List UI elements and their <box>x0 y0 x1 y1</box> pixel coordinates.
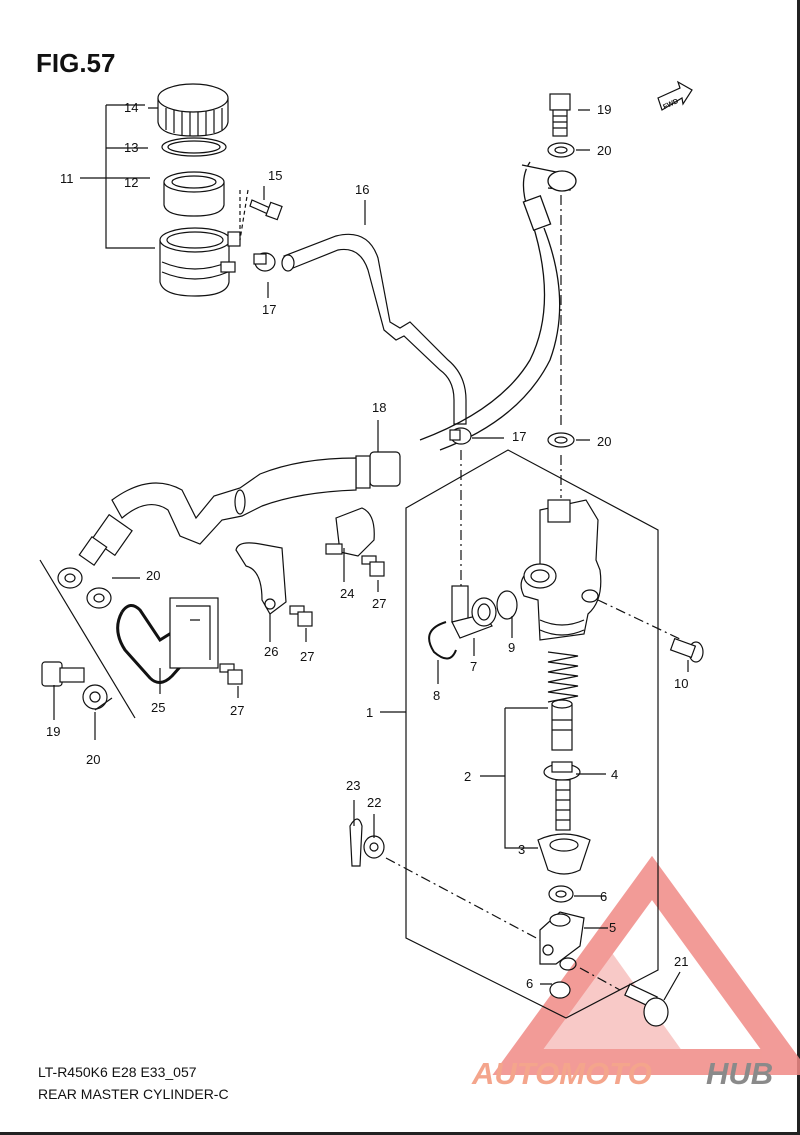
dust-boot <box>537 833 591 875</box>
callout-13: 13 <box>124 140 138 155</box>
callout-9: 9 <box>508 640 515 655</box>
brake-hose <box>419 161 577 451</box>
callout-15: 15 <box>268 168 282 183</box>
callout-6: 6 <box>526 976 533 991</box>
callout-8: 8 <box>433 688 440 703</box>
fwd-arrow-icon <box>657 80 693 111</box>
callout-bracket <box>105 104 155 249</box>
callout-14: 14 <box>124 100 138 115</box>
sealing-washer <box>86 587 112 609</box>
callout-10: 10 <box>674 676 688 691</box>
callout-6: 6 <box>600 889 607 904</box>
plain-washer <box>363 835 385 859</box>
diaphragm-plate <box>163 171 225 217</box>
lock-nut <box>549 981 571 999</box>
hose-clamp <box>253 252 276 272</box>
callout-23: 23 <box>346 778 360 793</box>
watermark-text-prefix: AUTOMOTO <box>471 1056 652 1091</box>
watermark-text-suffix: HUB <box>706 1056 773 1091</box>
o-ring <box>496 590 518 620</box>
callout-21: 21 <box>674 954 688 969</box>
lower-hose <box>111 457 357 545</box>
callout-16: 16 <box>355 182 369 197</box>
callout-1: 1 <box>366 705 373 720</box>
callout-20: 20 <box>597 434 611 449</box>
assembly-outline <box>405 449 659 1019</box>
callout-4: 4 <box>611 767 618 782</box>
callout-17: 17 <box>512 429 526 444</box>
push-rod <box>543 761 581 831</box>
hose-clamp <box>355 451 401 489</box>
callout-22: 22 <box>367 795 381 810</box>
small-bolt <box>289 605 313 627</box>
callout-3: 3 <box>518 842 525 857</box>
clevis <box>539 911 585 965</box>
reservoir-hose <box>281 233 467 425</box>
reservoir-body <box>159 227 241 297</box>
lock-nut <box>548 885 574 903</box>
bolt <box>249 199 283 221</box>
watermark-logo <box>492 855 800 1075</box>
hose-guide-clip <box>116 597 219 684</box>
hose-clamp-bracket <box>235 542 287 615</box>
callout-27: 27 <box>230 703 244 718</box>
clevis-pin <box>624 983 669 1027</box>
banjo-bolt <box>549 93 571 137</box>
callout-17: 17 <box>262 302 276 317</box>
callout-24: 24 <box>340 586 354 601</box>
small-bolt <box>361 555 385 577</box>
circlip <box>428 621 457 660</box>
cotter-pin <box>349 818 363 867</box>
hose-end-fitting <box>57 513 133 589</box>
callout-7: 7 <box>470 659 477 674</box>
hose-holder <box>325 507 375 557</box>
callout-27: 27 <box>300 649 314 664</box>
reservoir-cap <box>157 83 229 137</box>
callout-19: 19 <box>46 724 60 739</box>
model-code: LT-R450K6 E28 E33_057 <box>38 1064 197 1080</box>
callout-20: 20 <box>597 143 611 158</box>
callout-20: 20 <box>86 752 100 767</box>
diagram-caption: REAR MASTER CYLINDER-C <box>38 1086 229 1102</box>
diaphragm <box>161 137 227 157</box>
master-cylinder-body <box>520 499 602 641</box>
mounting-bolt <box>669 637 704 663</box>
clevis-pin-ring <box>559 957 577 971</box>
callout-27: 27 <box>372 596 386 611</box>
banjo-bolt <box>41 661 85 687</box>
callout-20: 20 <box>146 568 160 583</box>
piston <box>551 699 573 751</box>
hose-clamp <box>449 427 472 445</box>
callout-18: 18 <box>372 400 386 415</box>
sealing-washer <box>82 684 108 710</box>
return-spring <box>547 651 579 703</box>
callout-12: 12 <box>124 175 138 190</box>
small-bolt <box>219 663 243 685</box>
callout-26: 26 <box>264 644 278 659</box>
sealing-washer <box>547 142 575 158</box>
callout-5: 5 <box>609 920 616 935</box>
callout-19: 19 <box>597 102 611 117</box>
inlet-connector <box>451 585 497 639</box>
figure-title: FIG.57 <box>36 48 116 78</box>
callout-11: 11 <box>60 171 74 186</box>
sealing-washer <box>547 432 575 448</box>
callout-25: 25 <box>151 700 165 715</box>
callout-2: 2 <box>464 769 471 784</box>
